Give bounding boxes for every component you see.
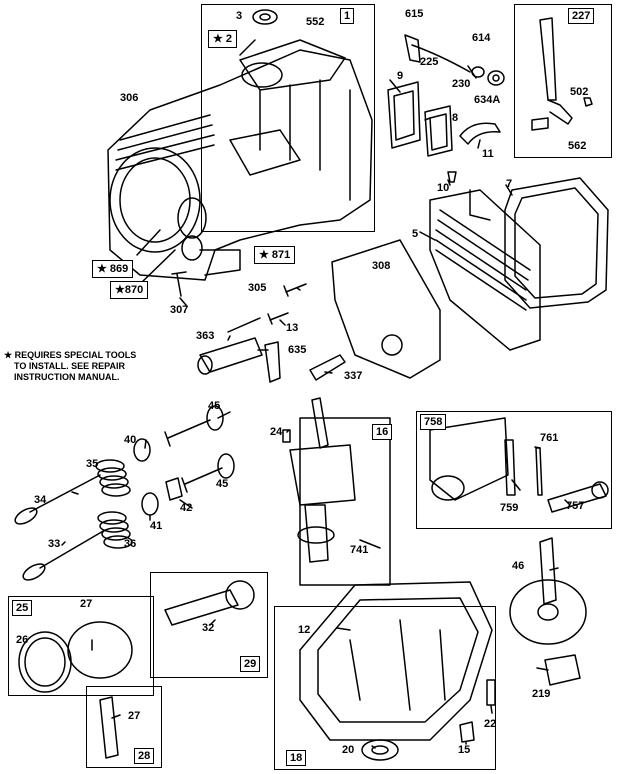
part-label-562: 562 xyxy=(568,140,587,152)
part-label-32: 32 xyxy=(202,622,215,634)
part-label-363: 363 xyxy=(196,330,215,342)
note-line-1: ★ REQUIRES SPECIAL TOOLS xyxy=(4,350,137,360)
part-label-20: 20 xyxy=(342,744,355,756)
part-label-24: 24 xyxy=(270,426,283,438)
part-label-25: 25 xyxy=(12,600,33,616)
part-label-1: 1 xyxy=(340,8,355,24)
part-label-40: 40 xyxy=(124,434,137,446)
part-label-219: 219 xyxy=(532,688,551,700)
part-label-9: 9 xyxy=(397,70,404,82)
part-label-502: 502 xyxy=(570,86,589,98)
star-label-2: ★ 2 xyxy=(208,30,238,48)
frame-piston-pin xyxy=(86,686,162,768)
part-label-634a: 634A xyxy=(474,94,501,106)
part-label-33: 33 xyxy=(48,538,61,550)
part-label-757: 757 xyxy=(566,500,585,512)
part-label-307: 307 xyxy=(170,304,189,316)
part-label-3: 3 xyxy=(236,10,243,22)
part-label-41: 41 xyxy=(150,520,163,532)
part-label-34: 34 xyxy=(34,494,47,506)
crankcase-block-drawing xyxy=(107,39,373,281)
part-label-28: 28 xyxy=(134,748,155,764)
part-label-7: 7 xyxy=(506,178,513,190)
part-label-16: 16 xyxy=(372,424,393,440)
part-label-225: 225 xyxy=(420,56,439,68)
frame-balance-shaft xyxy=(416,411,612,529)
part-label-27-lower: 27 xyxy=(128,710,141,722)
oil-seal-drawing xyxy=(252,9,278,25)
part-label-45-upper: 45 xyxy=(208,400,221,412)
part-label-230: 230 xyxy=(452,78,471,90)
frame-governor-lever xyxy=(514,4,612,158)
star-label-871: ★ 871 xyxy=(254,246,296,264)
star-label-869: ★ 869 xyxy=(92,260,134,278)
part-label-615: 615 xyxy=(405,8,424,20)
frame-connecting-rod xyxy=(150,572,268,678)
part-label-26: 26 xyxy=(16,634,29,646)
frame-piston xyxy=(8,596,154,696)
part-label-5: 5 xyxy=(412,228,419,240)
note-line-3: INSTRUCTION MANUAL. xyxy=(14,372,120,382)
part-label-8: 8 xyxy=(452,112,459,124)
part-label-36: 36 xyxy=(124,538,137,550)
part-label-305: 305 xyxy=(248,282,267,294)
part-label-22: 22 xyxy=(484,718,497,730)
part-label-741: 741 xyxy=(350,544,369,556)
part-label-29: 29 xyxy=(240,656,261,672)
part-label-42: 42 xyxy=(180,502,193,514)
frame-crankcase-set xyxy=(201,4,375,232)
frame-sump xyxy=(274,606,496,770)
part-label-552: 552 xyxy=(306,16,325,28)
part-label-12: 12 xyxy=(298,624,311,636)
part-label-308: 308 xyxy=(372,260,391,272)
part-label-306: 306 xyxy=(120,92,139,104)
part-label-761: 761 xyxy=(540,432,559,444)
part-label-18: 18 xyxy=(286,750,307,766)
part-label-614: 614 xyxy=(472,32,491,44)
crankshaft-box-outline xyxy=(299,417,391,586)
part-label-46: 46 xyxy=(512,560,525,572)
star-label-870: ★870 xyxy=(110,281,149,299)
part-label-45-lower: 45 xyxy=(216,478,229,490)
note-line-2: TO INSTALL. SEE REPAIR xyxy=(14,361,126,371)
part-label-337: 337 xyxy=(344,370,363,382)
part-label-10: 10 xyxy=(437,182,450,194)
part-label-35: 35 xyxy=(86,458,99,470)
part-label-15: 15 xyxy=(458,744,471,756)
part-label-11: 11 xyxy=(482,148,494,160)
part-label-27-upper: 27 xyxy=(80,598,93,610)
part-label-227: 227 xyxy=(568,8,595,24)
part-label-635: 635 xyxy=(288,344,307,356)
part-label-13: 13 xyxy=(286,322,299,334)
part-label-759: 759 xyxy=(500,502,519,514)
part-label-758: 758 xyxy=(420,414,447,430)
